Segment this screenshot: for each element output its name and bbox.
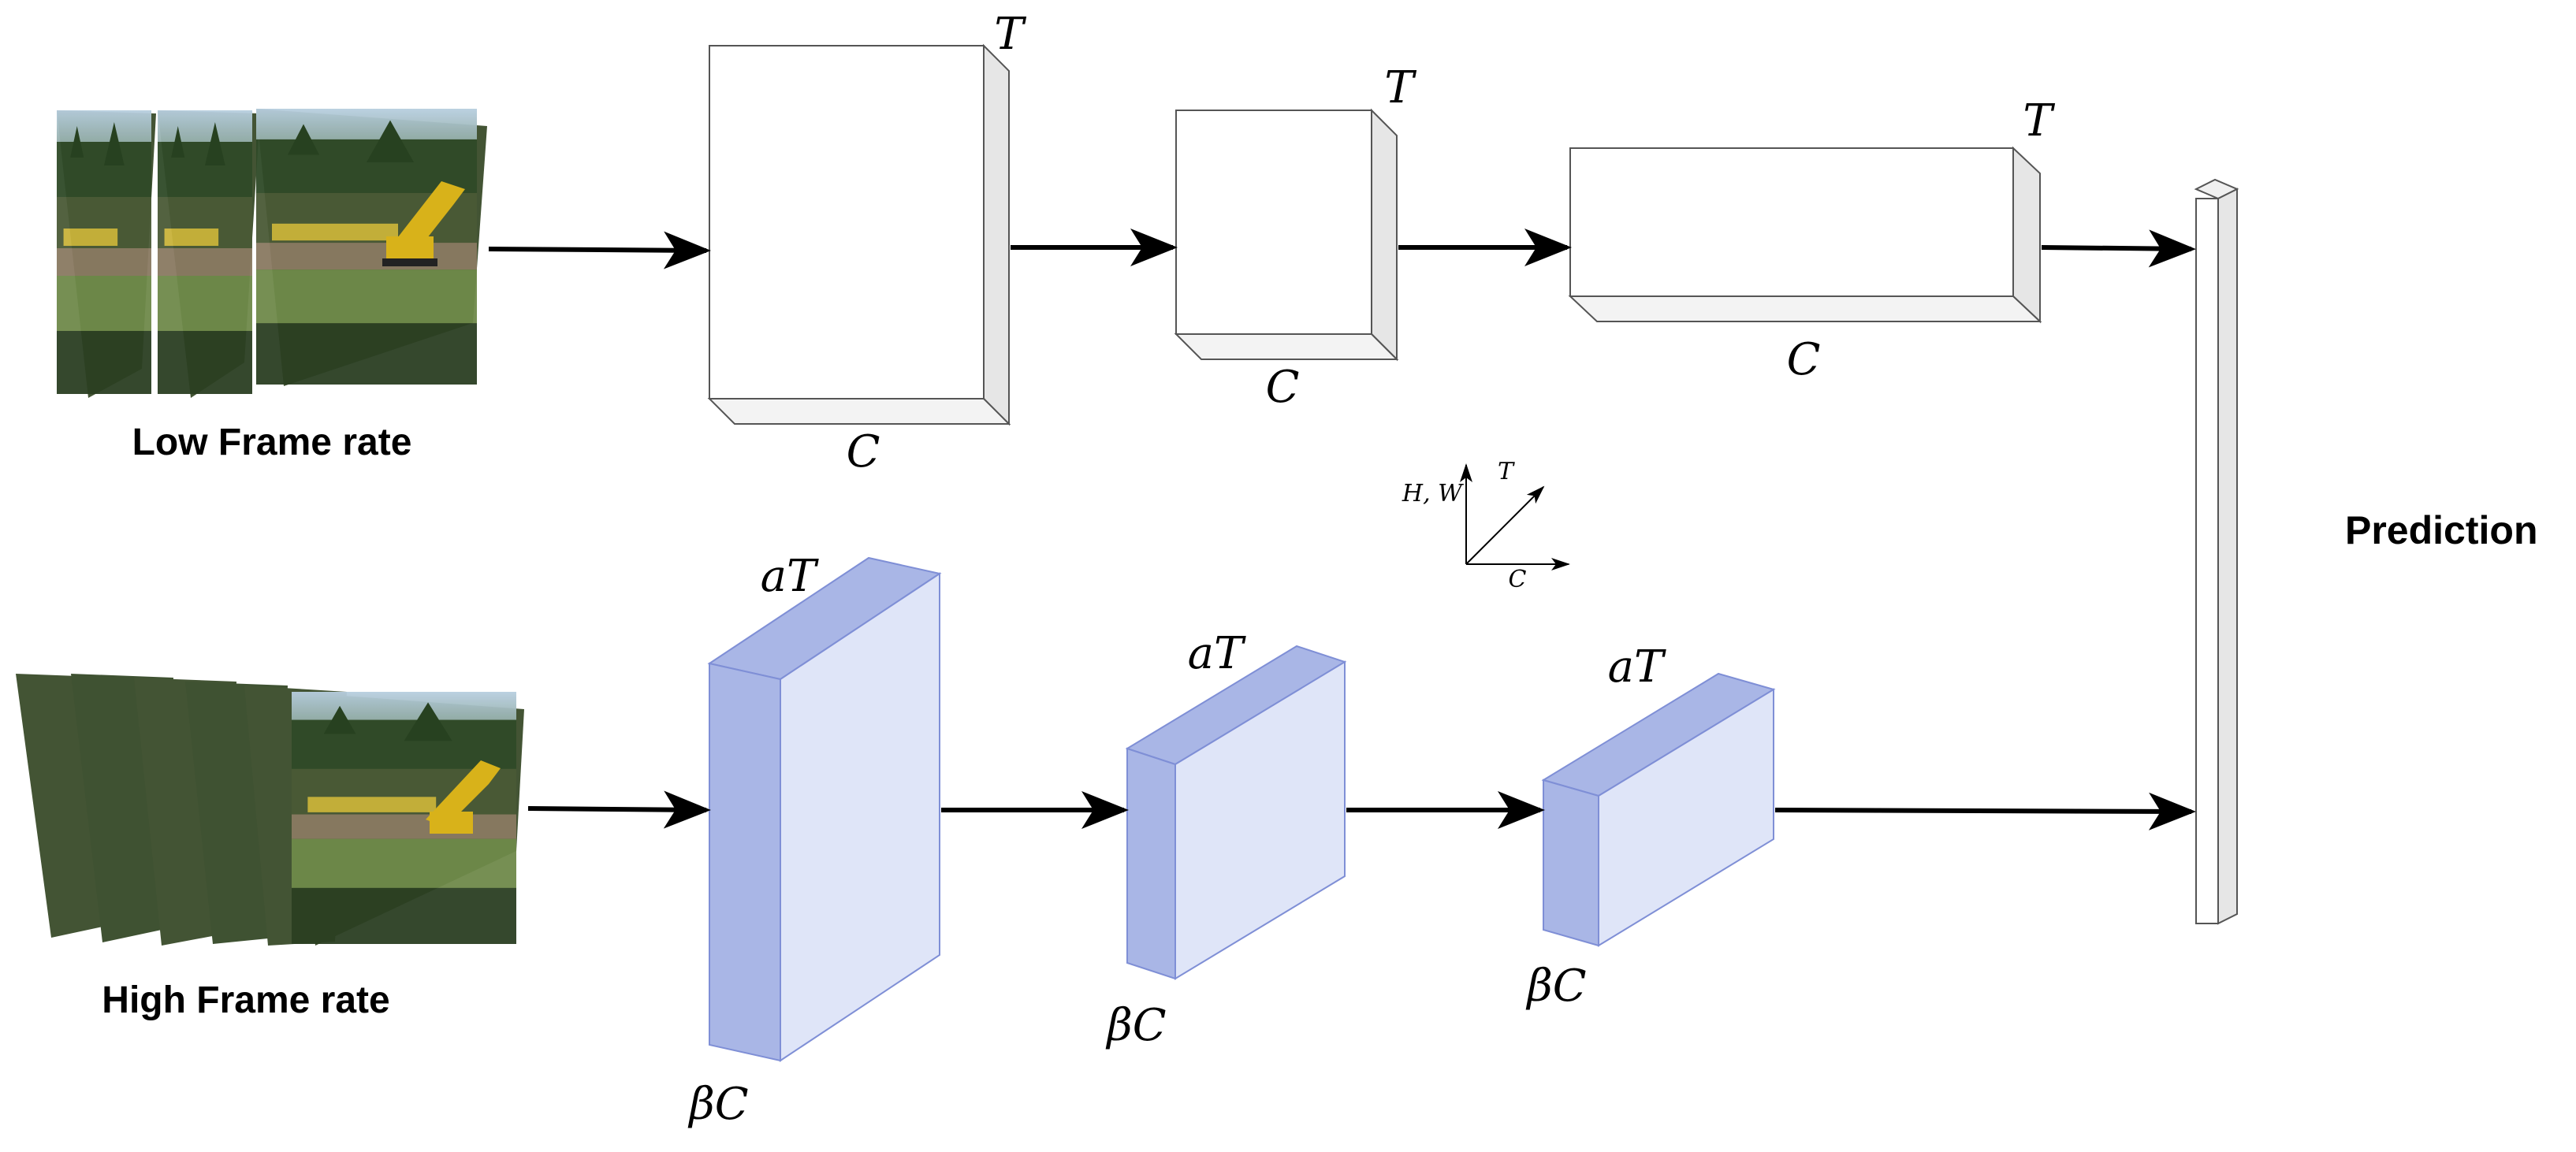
high-frame-rate-label: High Frame rate (102, 979, 389, 1021)
axes-legend (1460, 463, 1570, 570)
fast-block-2-top-label: aT (1188, 628, 1246, 679)
arrow-low-input-to-slow-1 (488, 231, 711, 269)
arrows (488, 229, 2196, 831)
prediction-label: Prediction (2345, 508, 2537, 552)
fast-block-2-bottom-label: βC (1105, 1000, 1166, 1051)
arrow-fast-3-to-prediction (1774, 792, 2196, 831)
low-frame-rate-stack (57, 109, 487, 398)
slow-block-3 (1568, 146, 2042, 324)
video-frame-icon (158, 110, 260, 398)
fast-block-3 (1541, 672, 1776, 947)
slow-block-2 (1174, 108, 1399, 362)
fast-block-3-top-label: aT (1608, 641, 1666, 693)
prediction-bar (2194, 178, 2239, 925)
video-frame-icon (57, 110, 156, 398)
slow-block-3-top-label: T (2023, 95, 2055, 147)
fast-block-1-top-label: aT (761, 551, 819, 602)
slow-block-1-bottom-label: C (847, 426, 880, 478)
axis-label-c: C (1509, 566, 1527, 593)
low-frame-rate-label: Low Frame rate (132, 422, 412, 463)
video-frame-icon (256, 109, 487, 386)
video-frame-icon (292, 692, 524, 946)
slow-block-1-top-label: T (994, 9, 1026, 60)
fast-block-2 (1125, 645, 1347, 980)
axis-diagonal (1465, 485, 1545, 565)
slow-block-2-bottom-label: C (1266, 362, 1300, 413)
fast-block-3-bottom-label: βC (1525, 961, 1586, 1012)
fast-block-1-bottom-label: βC (687, 1079, 748, 1130)
high-frame-rate-stack (16, 674, 524, 946)
axis-label-hw: H, W (1402, 480, 1464, 507)
arrow-slow-3-to-prediction (2041, 229, 2196, 268)
arrow-high-input-to-fast-1 (527, 790, 711, 829)
axis-label-t: T (1498, 458, 1515, 485)
slow-block-2-top-label: T (1384, 62, 1416, 113)
slow-block-1 (707, 43, 1011, 426)
fast-block-1 (707, 556, 942, 1062)
slow-block-3-bottom-label: C (1787, 334, 1821, 385)
